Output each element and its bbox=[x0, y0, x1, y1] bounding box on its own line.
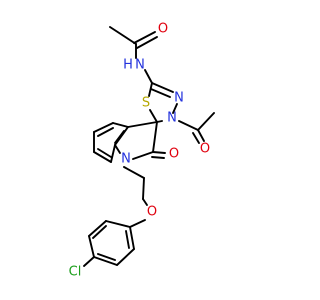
bond-aryl-c4-c5 bbox=[93, 256, 118, 266]
atom-n-thiadiazole-3: N bbox=[174, 91, 184, 106]
bond-c3a-c7a-inner bbox=[114, 130, 125, 144]
bond-c2-n3 bbox=[151, 82, 174, 93]
bond-aryl-c4-c5-inner bbox=[97, 253, 116, 261]
bond-c2-n3-double bbox=[150, 88, 171, 98]
atom-o-acetyl: O bbox=[200, 142, 210, 157]
bond-spiro-c2 bbox=[152, 121, 158, 153]
bond-c2-s bbox=[148, 82, 153, 97]
bond-ch2-ch2 bbox=[142, 177, 145, 200]
bond-ch2-o bbox=[142, 198, 148, 206]
bond-carbonyl-oxygen bbox=[133, 31, 156, 44]
bond-acetyl-oxygen-double bbox=[192, 132, 200, 144]
bond-aryl-c2-c3 bbox=[88, 220, 107, 237]
bond-c3a-c7a bbox=[114, 126, 129, 146]
bond-aryl-c5-c6 bbox=[116, 248, 135, 266]
bond-aryl-c6-c1-inner bbox=[125, 230, 130, 249]
bond-carbonyl-oxygen-double bbox=[136, 36, 158, 49]
bond-c2-o-double bbox=[151, 156, 165, 159]
atom-n-thiadiazole-4: N bbox=[167, 111, 177, 126]
bond-aryl-cl bbox=[83, 256, 95, 267]
bond-acetyl-methyl bbox=[197, 112, 215, 131]
bond-aryl-c2-c3-inner bbox=[92, 225, 107, 239]
atom-cl: Cl bbox=[69, 265, 82, 280]
bond-c6-c7-inner bbox=[97, 148, 112, 158]
molecule-structure: O N H N N S O O N O Cl bbox=[69, 22, 215, 280]
bond-layer bbox=[83, 26, 215, 267]
atom-n-indole: N bbox=[121, 152, 131, 167]
atom-o-ether: O bbox=[147, 205, 157, 220]
bond-n3-n4 bbox=[172, 103, 178, 114]
atom-label-layer: O N H N N S O O N O Cl bbox=[69, 22, 210, 280]
bond-spiro-c3a bbox=[127, 121, 158, 128]
bond-acetyl-oxygen bbox=[197, 129, 205, 142]
bond-aryl-c3-c4 bbox=[88, 235, 95, 258]
bond-c3a-c4 bbox=[112, 122, 129, 128]
bond-methyl-carbonyl bbox=[109, 26, 137, 45]
bond-c6-c7 bbox=[93, 151, 112, 163]
bond-n1-ch2 bbox=[123, 166, 145, 179]
bond-o-aryl bbox=[129, 219, 146, 228]
bond-nh-c2 bbox=[144, 69, 153, 84]
atom-s-thiadiazole: S bbox=[142, 96, 150, 111]
bond-c2-o bbox=[152, 151, 166, 154]
atom-n-amide: N bbox=[135, 58, 145, 73]
bond-n1-c7a bbox=[114, 144, 121, 154]
atom-h-amide: H bbox=[123, 58, 133, 73]
bond-s-spiro bbox=[149, 109, 158, 123]
bond-c4-c5 bbox=[93, 122, 114, 133]
bond-aryl-c1-c2 bbox=[105, 220, 131, 228]
bond-c4-c5-inner bbox=[97, 127, 114, 137]
atom-o-amide: O bbox=[158, 22, 168, 37]
bond-c7-c7a bbox=[110, 144, 116, 163]
bond-c2-n1 bbox=[132, 151, 154, 160]
bond-n4-acetyl-carbon bbox=[178, 120, 199, 131]
bond-aryl-c6-c1 bbox=[129, 226, 135, 250]
atom-o-oxindole: O bbox=[169, 147, 179, 162]
